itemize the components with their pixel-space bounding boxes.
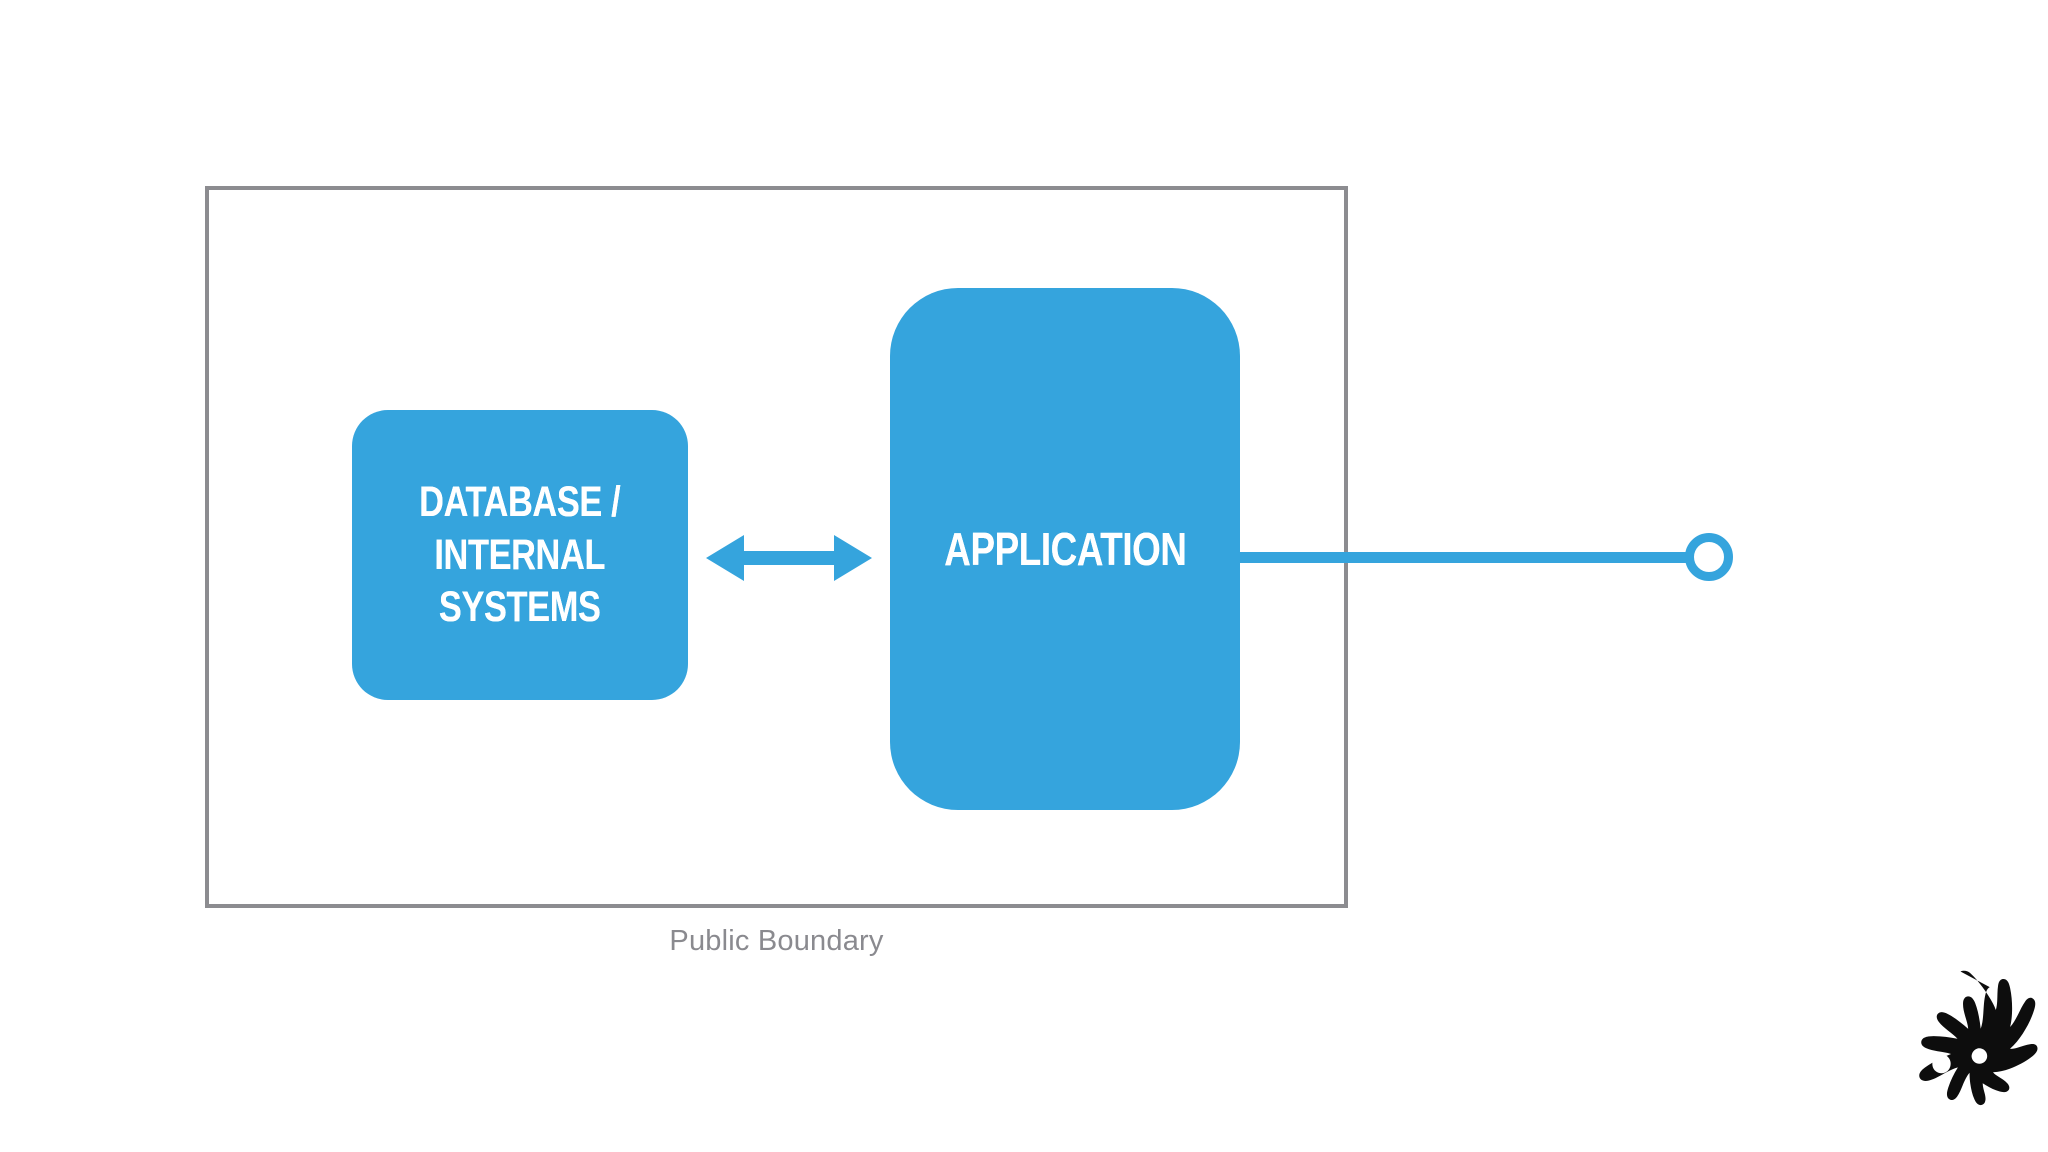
node-database-internal-systems[interactable]: DATABASE / INTERNAL SYSTEMS (352, 410, 688, 700)
claw-logo (1898, 962, 2048, 1114)
connector-application-to-endpoint (1236, 552, 1714, 563)
endpoint-ring-icon (1685, 533, 1733, 581)
public-boundary-box (205, 186, 1348, 908)
bidirectional-arrow-icon (706, 532, 872, 584)
node-application[interactable]: APPLICATION (890, 288, 1240, 810)
node-database-internal-systems-label: DATABASE / INTERNAL SYSTEMS (419, 478, 621, 632)
node-application-label: APPLICATION (943, 522, 1187, 575)
public-boundary-label: Public Boundary (669, 925, 884, 957)
